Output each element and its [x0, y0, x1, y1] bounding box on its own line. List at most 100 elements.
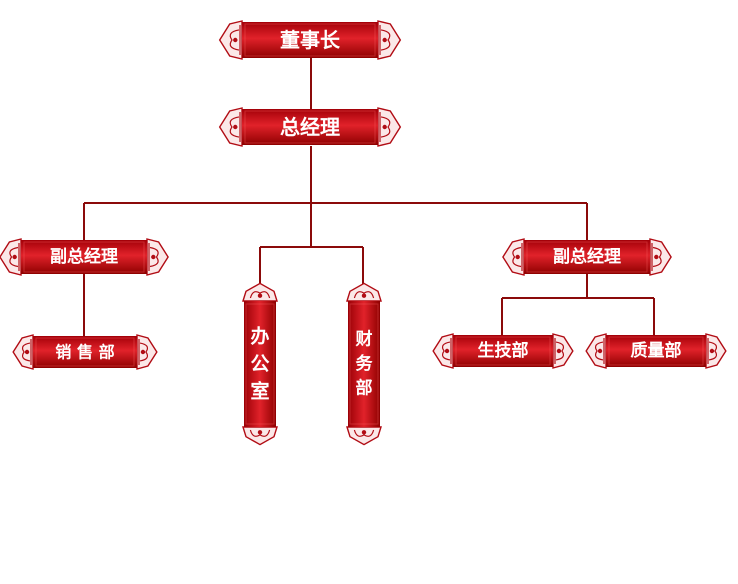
scroll-body [244, 301, 276, 427]
node-label-office: 办公室 [250, 324, 269, 402]
banner-inner-border [244, 23, 376, 57]
ornament-dot [151, 254, 156, 260]
banner-body [606, 335, 706, 367]
banner-body [453, 335, 553, 367]
banner-inner-border [608, 336, 704, 366]
banner-decoration [432, 333, 574, 369]
ornament-dot [709, 348, 715, 354]
ornament-scroll [512, 246, 522, 268]
ornament-dot [361, 293, 367, 298]
ornament-scroll [139, 342, 149, 362]
ornament-end [346, 426, 382, 446]
banner-decoration [0, 238, 169, 276]
ornament-end [552, 333, 574, 369]
node-production-dept: 生技部 [432, 333, 574, 369]
connector-lines [83, 58, 655, 336]
ornament-dot [556, 348, 562, 354]
banner-decoration [502, 238, 672, 276]
node-finance: 财务部 [346, 282, 382, 446]
ornament-dot [382, 124, 387, 130]
banner-body [242, 109, 378, 145]
node-quality-dept: 质量部 [585, 333, 727, 369]
banner-decoration [585, 333, 727, 369]
ornament-scroll [380, 29, 391, 51]
ornament-scroll [441, 341, 451, 361]
banner-body [242, 22, 378, 58]
ornament-end [346, 282, 382, 302]
node-label-finance: 财务部 [355, 328, 374, 398]
node-vice-gm-left: 副总经理 [0, 238, 169, 276]
node-label-general-manager: 总经理 [280, 115, 340, 139]
ornament-dot [12, 254, 17, 260]
ornament-end [242, 282, 278, 302]
banner-inner-border [35, 337, 135, 367]
ornament-end [585, 333, 607, 369]
ornament-scroll [708, 341, 718, 361]
ornament-scroll [380, 116, 391, 138]
ornament-scroll [555, 341, 565, 361]
ornament-dot [140, 349, 146, 355]
ornament-scroll [149, 246, 159, 268]
ornament-dot [361, 430, 367, 435]
ornament-end [146, 238, 169, 276]
ornament-scroll [229, 116, 240, 138]
ornament-dot [24, 349, 30, 355]
ornament-dot [257, 430, 263, 435]
banner-decoration [218, 107, 402, 147]
ornament-scroll [229, 29, 240, 51]
node-office: 办公室 [242, 282, 278, 446]
node-label-chairman: 董事长 [280, 28, 341, 52]
scroll-decoration [346, 282, 382, 446]
scroll-body [348, 301, 380, 427]
node-vice-gm-right: 副总经理 [502, 238, 672, 276]
ornament-end [12, 334, 34, 370]
ornament-end [136, 334, 158, 370]
node-general-manager: 总经理 [218, 107, 402, 147]
ornament-scroll [652, 246, 662, 268]
ornament-end [649, 238, 672, 276]
ornament-scroll [594, 341, 604, 361]
banner-inner-border [526, 241, 648, 273]
ornament-scroll [9, 246, 19, 268]
node-label-quality-dept: 质量部 [631, 340, 682, 361]
ornament-dot [257, 293, 263, 298]
node-label-vice-gm-left: 副总经理 [50, 246, 118, 267]
banner-body [524, 240, 650, 274]
ornament-scroll [249, 429, 271, 437]
banner-decoration [12, 334, 158, 370]
banner-body [33, 336, 137, 368]
scroll-decoration [242, 282, 278, 446]
ornament-dot [654, 254, 659, 260]
ornament-end [377, 20, 402, 60]
banner-decoration [218, 20, 402, 60]
node-label-production-dept: 生技部 [478, 340, 529, 361]
banner-inner-border [23, 241, 145, 273]
ornament-scroll [353, 429, 375, 437]
ornament-end [705, 333, 727, 369]
banner-inner-border [244, 110, 376, 144]
node-chairman: 董事长 [218, 20, 402, 60]
scroll-inner-border [349, 303, 379, 425]
ornament-end [502, 238, 525, 276]
node-sales-dept: 销 售 部 [12, 334, 158, 370]
ornament-end [242, 426, 278, 446]
ornament-dot [444, 348, 450, 354]
ornament-end [218, 20, 243, 60]
ornament-end [0, 238, 22, 276]
banner-body [21, 240, 147, 274]
node-label-vice-gm-right: 副总经理 [553, 246, 621, 267]
ornament-end [377, 107, 402, 147]
banner-inner-border [455, 336, 551, 366]
ornament-dot [233, 37, 238, 43]
node-label-sales-dept: 销 售 部 [55, 343, 114, 362]
scroll-inner-border [245, 303, 275, 425]
ornament-end [432, 333, 454, 369]
ornament-scroll [249, 291, 271, 299]
ornament-scroll [21, 342, 31, 362]
ornament-dot [233, 124, 238, 130]
ornament-dot [597, 348, 603, 354]
ornament-dot [382, 37, 387, 43]
ornament-end [218, 107, 243, 147]
ornament-scroll [353, 291, 375, 299]
